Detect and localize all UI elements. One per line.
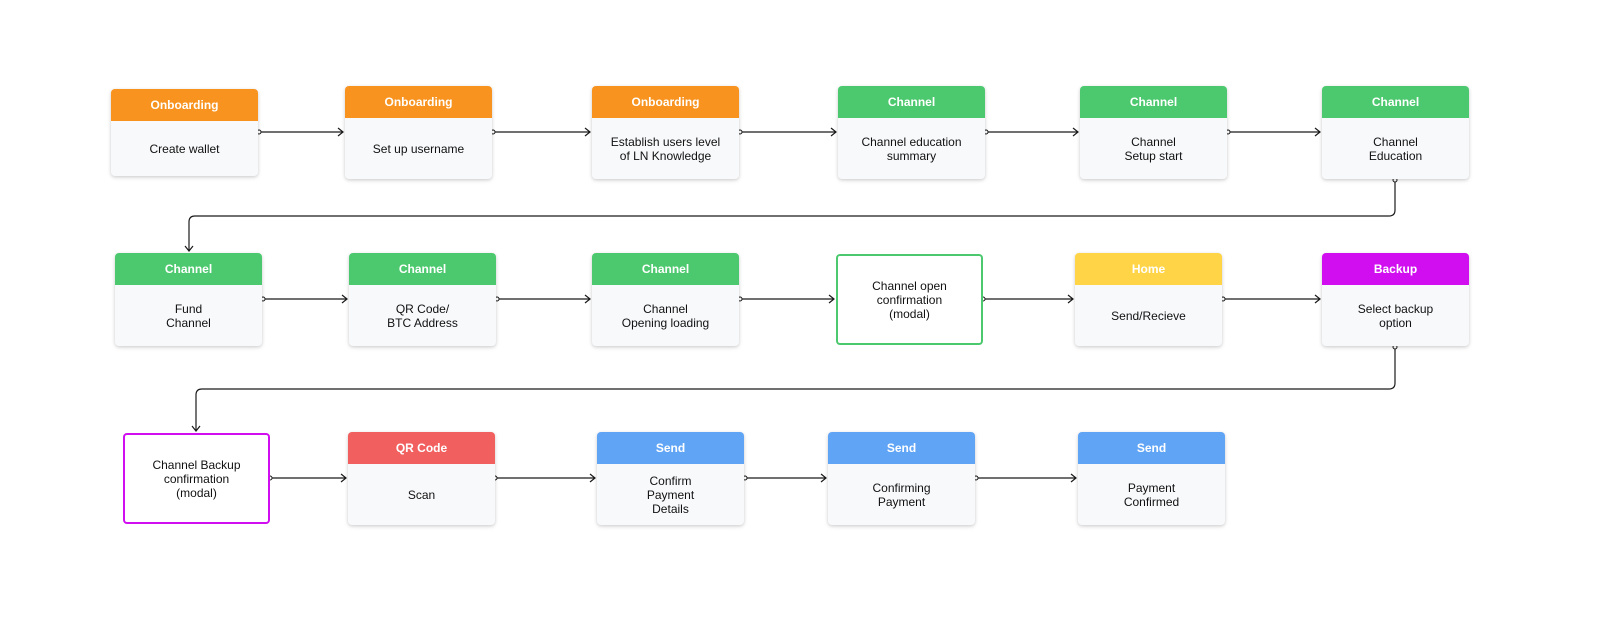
edge-scan-to-confirm-payment-details — [492, 473, 596, 483]
node-label: QR Code/ BTC Address — [387, 301, 458, 330]
node-payment-confirmed: Send Payment Confirmed — [1078, 432, 1225, 525]
node-tag: Channel — [349, 253, 496, 285]
node-fund-channel: Channel Fund Channel — [115, 253, 262, 346]
node-create-wallet: Onboarding Create wallet — [111, 89, 258, 176]
arrowhead — [1072, 127, 1079, 137]
edge-opening-loading-to-open-confirmation — [737, 294, 835, 304]
arrowhead — [830, 127, 837, 137]
edge-setup-start-to-channel-education — [1225, 127, 1321, 137]
edge-open-confirmation-to-send-receive — [980, 294, 1074, 304]
node-label: Channel Opening loading — [621, 301, 710, 330]
node-label: Channel education summary — [861, 134, 962, 163]
node-tag: Onboarding — [345, 86, 492, 118]
node-label: Channel Education — [1368, 134, 1423, 163]
arrowhead — [1314, 294, 1321, 304]
node-tag: Channel — [592, 253, 739, 285]
node-label: Payment Confirmed — [1123, 480, 1180, 509]
node-tag: QR Code — [348, 432, 495, 464]
edge-select-backup-to-backup-confirmation — [191, 344, 1398, 432]
node-confirming-payment: Send Confirming Payment — [828, 432, 975, 525]
edge-channel-education-to-fund-channel — [184, 177, 1398, 252]
node-label: Select backup option — [1357, 301, 1434, 330]
edge-send-receive-to-select-backup — [1220, 294, 1321, 304]
node-channel-education: Channel Channel Education — [1322, 86, 1469, 179]
node-channel-opening-loading: Channel Channel Opening loading — [592, 253, 739, 346]
edge-fund-channel-to-qr-btc-address — [260, 294, 348, 304]
edge-confirm-details-to-confirming — [742, 473, 827, 483]
arrowhead — [820, 473, 827, 483]
node-label: Set up username — [372, 141, 465, 156]
node-tag: Channel — [1080, 86, 1227, 118]
edge-set-up-username-to-establish — [490, 127, 591, 137]
arrowhead — [584, 294, 591, 304]
edge-qr-btc-address-to-opening-loading — [494, 294, 591, 304]
edge-establish-to-channel-education-summary — [737, 127, 837, 137]
node-channel-setup-start: Channel Channel Setup start — [1080, 86, 1227, 179]
node-confirm-payment-details: Send Confirm Payment Details — [597, 432, 744, 525]
arrowhead — [184, 245, 194, 252]
node-establish-ln-knowledge: Onboarding Establish users level of LN K… — [592, 86, 739, 179]
node-qr-btc-address: Channel QR Code/ BTC Address — [349, 253, 496, 346]
arrowhead — [828, 294, 835, 304]
node-label: Send/Recieve — [1111, 308, 1186, 323]
node-tag: Channel — [115, 253, 262, 285]
node-send-receive: Home Send/Recieve — [1075, 253, 1222, 346]
edge-create-wallet-to-set-up-username — [256, 127, 344, 137]
node-label: Confirming Payment — [872, 480, 931, 509]
node-label: Fund Channel — [166, 301, 211, 330]
node-set-up-username: Onboarding Set up username — [345, 86, 492, 179]
node-tag: Send — [1078, 432, 1225, 464]
node-label: Scan — [407, 487, 436, 502]
node-channel-open-confirmation-modal: Channel open confirmation (modal) — [836, 254, 983, 345]
node-channel-education-summary: Channel Channel education summary — [838, 86, 985, 179]
node-label: Channel Backup confirmation (modal) — [152, 457, 241, 500]
arrowhead — [341, 294, 348, 304]
node-tag: Send — [597, 432, 744, 464]
node-tag: Backup — [1322, 253, 1469, 285]
arrowhead — [589, 473, 596, 483]
edge-education-summary-to-setup-start — [983, 127, 1079, 137]
node-tag: Home — [1075, 253, 1222, 285]
arrowhead — [337, 127, 344, 137]
arrowhead — [1314, 127, 1321, 137]
node-label: Create wallet — [149, 141, 220, 156]
node-tag: Onboarding — [592, 86, 739, 118]
node-label: Channel Setup start — [1124, 134, 1183, 163]
node-label: Establish users level of LN Knowledge — [610, 134, 721, 163]
edge-confirming-to-payment-confirmed — [973, 473, 1077, 483]
arrowhead — [1070, 473, 1077, 483]
node-tag: Send — [828, 432, 975, 464]
node-tag: Channel — [1322, 86, 1469, 118]
node-tag: Onboarding — [111, 89, 258, 121]
node-tag: Channel — [838, 86, 985, 118]
arrowhead — [584, 127, 591, 137]
arrowhead — [1067, 294, 1074, 304]
arrowhead — [340, 473, 347, 483]
arrowhead — [191, 425, 201, 432]
node-label: Channel open confirmation (modal) — [872, 278, 947, 321]
node-scan: QR Code Scan — [348, 432, 495, 525]
edge-backup-confirmation-to-scan — [267, 473, 347, 483]
node-channel-backup-confirmation-modal: Channel Backup confirmation (modal) — [123, 433, 270, 524]
node-select-backup-option: Backup Select backup option — [1322, 253, 1469, 346]
node-label: Confirm Payment Details — [646, 473, 695, 516]
